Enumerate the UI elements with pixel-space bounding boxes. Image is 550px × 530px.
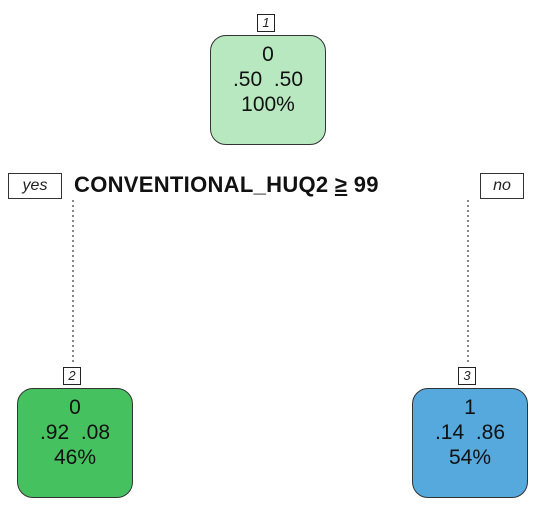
- root-node-id: 1: [257, 14, 275, 32]
- split-threshold: 99: [353, 172, 379, 197]
- left-node-class: 0: [69, 396, 81, 419]
- right-node-class: 1: [464, 396, 476, 419]
- split-rule-row: yes CONVENTIONAL_HUQ2 ≥ 99 no: [8, 167, 542, 203]
- root-node-prob-0: .50: [232, 68, 263, 91]
- split-rule: CONVENTIONAL_HUQ2 ≥ 99: [74, 167, 474, 203]
- left-node-percent: 46%: [53, 446, 97, 469]
- root-node-prob-1: .50: [273, 68, 304, 91]
- left-node-prob-0: .92: [39, 421, 70, 444]
- root-node-probs: .50 .50: [211, 67, 325, 92]
- left-node-prob-1: .08: [80, 421, 111, 444]
- right-node-percent: 54%: [448, 446, 492, 469]
- right-node-prob-0: .14: [434, 421, 465, 444]
- left-leaf-node: 0 .92 .08 46%: [17, 388, 133, 498]
- yes-tag: yes: [8, 173, 62, 199]
- split-operator: ≥: [334, 172, 348, 197]
- left-node-probs: .92 .08: [18, 420, 132, 445]
- right-leaf-node: 1 .14 .86 54%: [412, 388, 528, 498]
- no-tag: no: [480, 173, 524, 199]
- left-node-id: 2: [63, 367, 81, 385]
- right-node-prob-1: .86: [475, 421, 506, 444]
- root-node-class: 0: [262, 43, 274, 66]
- split-variable: CONVENTIONAL_HUQ2: [74, 172, 329, 197]
- root-node-percent: 100%: [241, 93, 295, 116]
- right-node-probs: .14 .86: [413, 420, 527, 445]
- right-node-id: 3: [458, 367, 476, 385]
- root-node: 0 .50 .50 100%: [210, 35, 326, 145]
